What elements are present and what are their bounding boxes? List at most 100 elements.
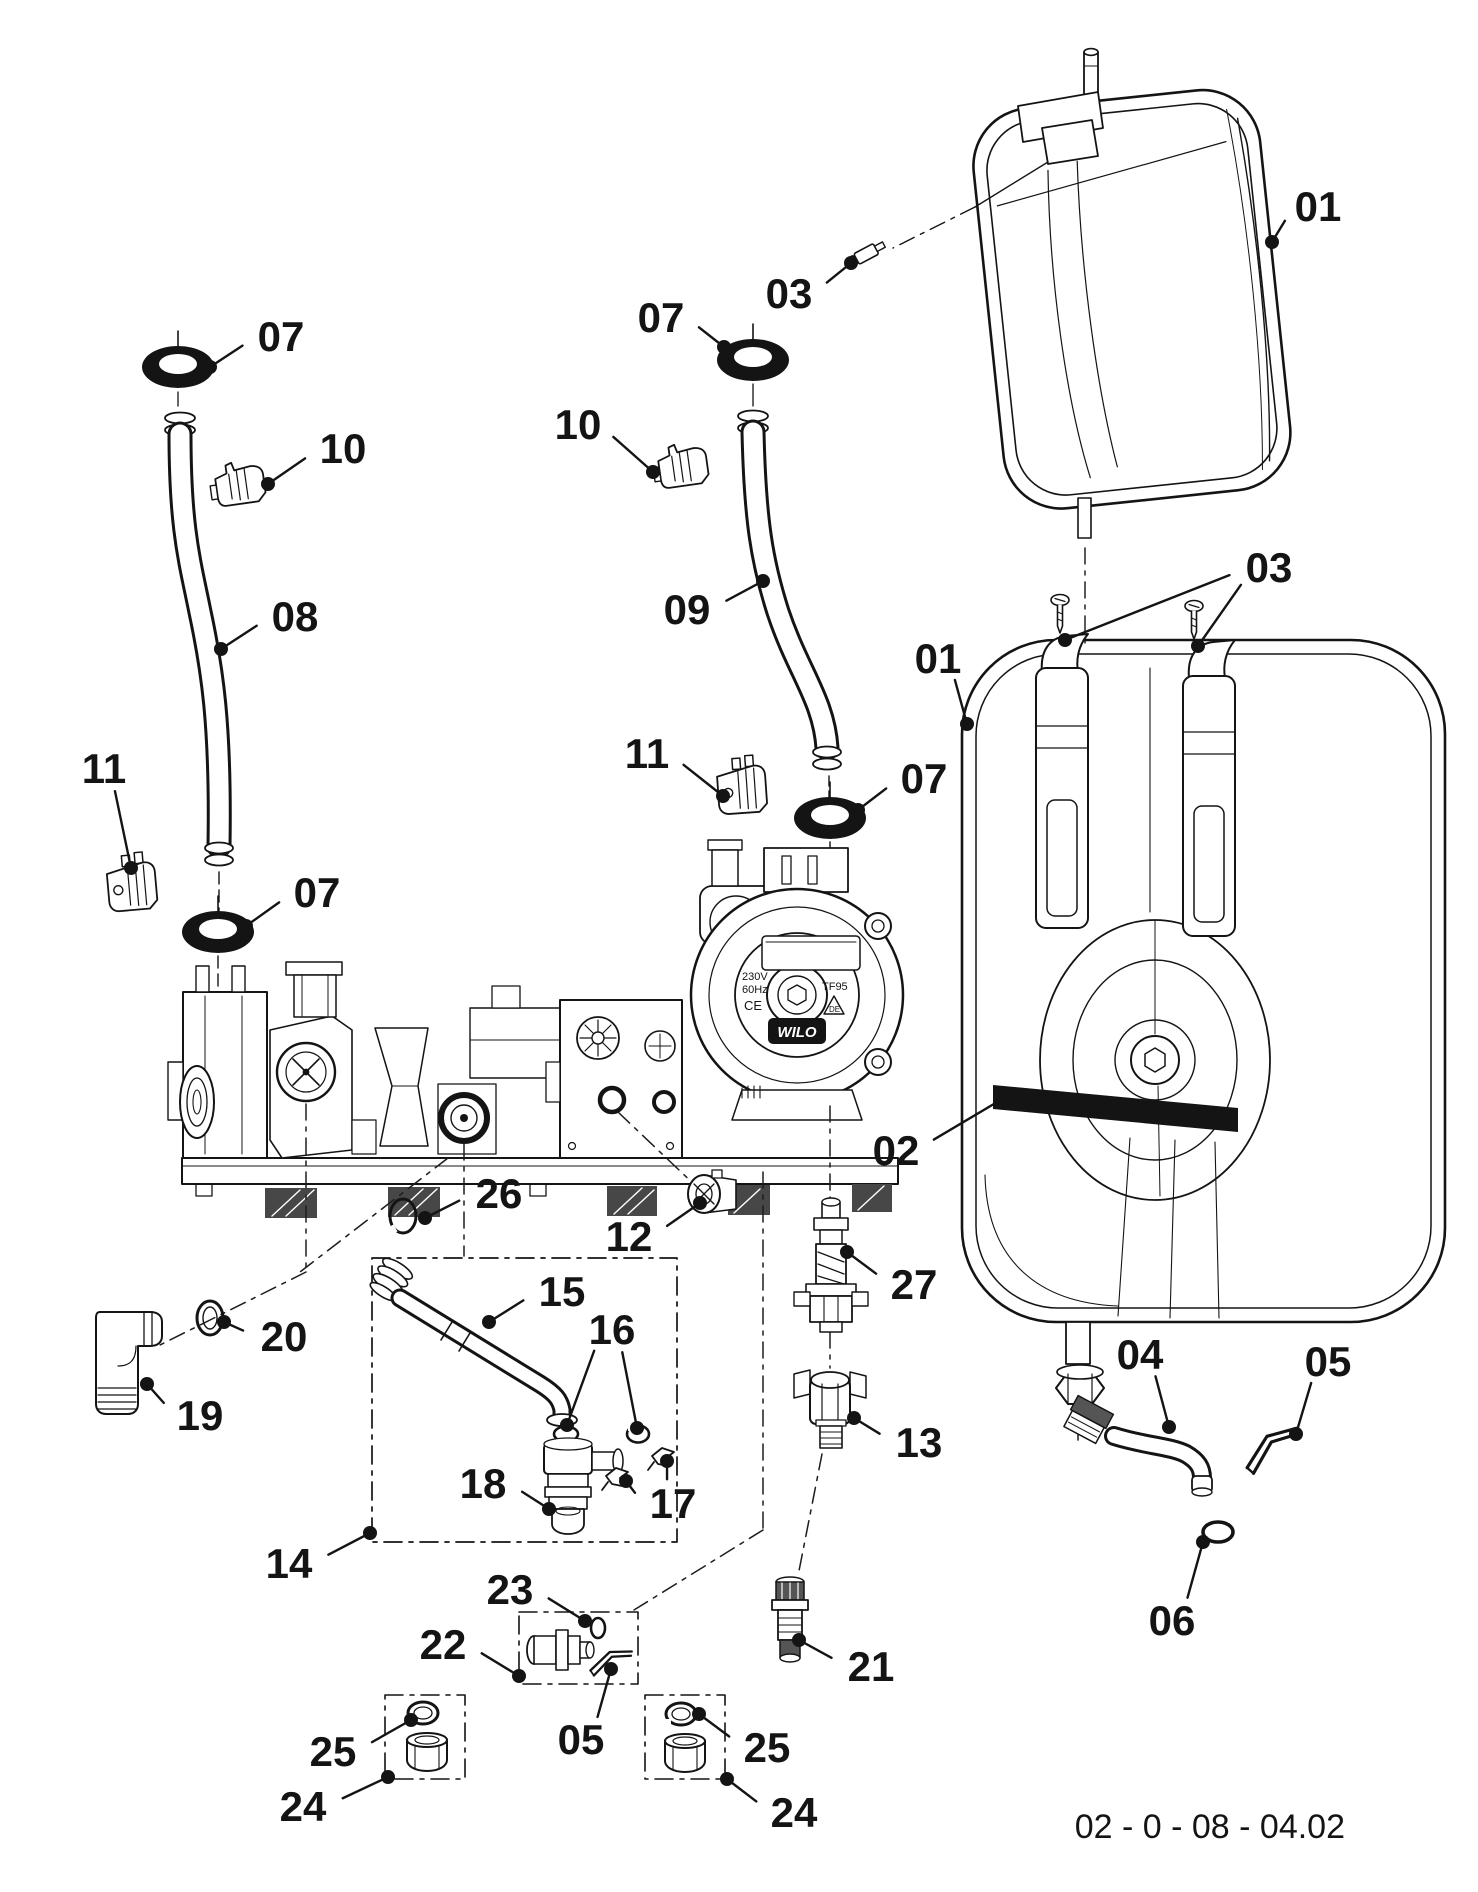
svg-text:24: 24	[280, 1783, 327, 1830]
mounting-strap	[1035, 633, 1089, 929]
callout-layer: 0103071008110707100911070103022612272019…	[82, 183, 1352, 1836]
callout-07: 07	[638, 294, 731, 354]
o-ring-06	[1201, 1520, 1235, 1544]
svg-text:06: 06	[1149, 1597, 1196, 1644]
callout-10: 10	[261, 425, 366, 491]
nut-24	[664, 1733, 706, 1773]
callout-12: 12	[606, 1196, 707, 1260]
callout-06: 06	[1149, 1535, 1210, 1644]
kit-box-22	[518, 1611, 639, 1685]
pipe-09-group	[649, 323, 867, 863]
svg-text:03: 03	[1246, 544, 1293, 591]
gas-valve	[545, 999, 683, 1159]
svg-text:11: 11	[625, 730, 669, 777]
svg-text:DE: DE	[829, 1005, 840, 1014]
svg-text:07: 07	[294, 869, 341, 916]
svg-text:08: 08	[272, 593, 319, 640]
callout-15: 15	[482, 1268, 585, 1329]
svg-text:22: 22	[420, 1621, 467, 1668]
callout-05: 05	[1289, 1338, 1351, 1441]
kit-box-24-right	[644, 1694, 726, 1780]
cap-12	[687, 1169, 737, 1214]
svg-text:03: 03	[766, 270, 813, 317]
ce-mark: CE	[744, 998, 762, 1013]
svg-text:15: 15	[539, 1268, 586, 1315]
callout-27: 27	[840, 1245, 937, 1308]
callout-09: 09	[664, 574, 770, 633]
o-ring-23	[589, 1616, 607, 1640]
callout-19: 19	[140, 1377, 223, 1439]
hydraulic-group: 230V 60Hz TF95 CE DE WILO	[167, 839, 905, 1218]
union-fitting-22	[526, 1629, 595, 1671]
svg-text:27: 27	[891, 1261, 938, 1308]
svg-text:07: 07	[901, 755, 948, 802]
vessel-emboss	[1039, 919, 1271, 1201]
expansion-vessel-front	[960, 593, 1447, 1373]
vessel-weld-bar	[993, 1085, 1238, 1132]
warning-triangle-icon: DE	[823, 995, 845, 1015]
svg-text:05: 05	[558, 1716, 605, 1763]
pump-nameplate	[761, 935, 861, 971]
callout-17: 17	[619, 1454, 696, 1527]
pump: 230V 60Hz TF95 CE DE WILO	[689, 839, 905, 1121]
callout-05: 05	[558, 1662, 618, 1763]
nut-24	[406, 1732, 448, 1772]
svg-text:10: 10	[555, 401, 602, 448]
svg-text:25: 25	[744, 1724, 791, 1771]
svg-text:13: 13	[896, 1419, 943, 1466]
svg-text:04: 04	[1117, 1331, 1164, 1378]
center-port	[437, 985, 567, 1155]
callout-01: 01	[915, 635, 974, 731]
screw-icon	[1184, 599, 1204, 640]
callout-08: 08	[214, 593, 318, 656]
svg-text:02: 02	[873, 1127, 920, 1174]
left-bracket	[167, 965, 268, 1159]
drawing-code: 02 - 0 - 08 - 04.02	[1075, 1808, 1345, 1846]
callout-07: 07	[239, 869, 340, 933]
svg-text:21: 21	[848, 1643, 895, 1690]
svg-text:19: 19	[177, 1392, 224, 1439]
kit-box-24-left	[384, 1694, 466, 1780]
callout-23: 23	[487, 1566, 592, 1628]
svg-text:01: 01	[1295, 183, 1342, 230]
svg-text:17: 17	[650, 1480, 697, 1527]
svg-text:01: 01	[915, 635, 962, 682]
split-ring-25	[664, 1701, 698, 1727]
callout-25: 25	[310, 1713, 418, 1775]
svg-text:24: 24	[771, 1789, 818, 1836]
svg-text:07: 07	[638, 294, 685, 341]
svg-text:20: 20	[261, 1313, 308, 1360]
svg-text:05: 05	[1305, 1338, 1352, 1385]
callout-25: 25	[692, 1707, 790, 1771]
flex-hose-04	[1055, 1364, 1213, 1497]
callout-11: 11	[625, 730, 730, 803]
pipe-clip-11	[104, 850, 160, 914]
callout-18: 18	[460, 1460, 556, 1516]
svg-text:11: 11	[82, 745, 126, 792]
clip-fitting-13	[793, 1369, 867, 1449]
pump-voltage: 230V	[742, 971, 768, 983]
elbow-fitting-19	[95, 1311, 163, 1415]
pipe-08	[164, 411, 234, 867]
callout-10: 10	[555, 401, 660, 479]
expansion-vessel-side	[892, 47, 1292, 645]
callout-07: 07	[851, 755, 947, 817]
callout-24: 24	[280, 1770, 395, 1830]
pump-brand: WILO	[777, 1024, 816, 1041]
left-flange	[179, 1065, 215, 1139]
callout-04: 04	[1117, 1331, 1176, 1434]
callout-26: 26	[418, 1170, 522, 1225]
mounting-feet	[265, 1184, 892, 1218]
callout-24: 24	[720, 1772, 818, 1836]
mounting-strap	[1182, 639, 1236, 937]
pipe-09	[737, 409, 842, 771]
callout-03: 03	[1058, 544, 1292, 653]
callout-03: 03	[766, 256, 858, 317]
pipe-08-group	[104, 330, 268, 989]
callout-14: 14	[266, 1526, 377, 1587]
svg-text:14: 14	[266, 1540, 313, 1587]
svg-text:16: 16	[589, 1306, 636, 1353]
wilo-badge: WILO	[768, 1018, 826, 1044]
funnel-bracket	[351, 1027, 429, 1155]
vessel-tab	[974, 91, 1104, 208]
